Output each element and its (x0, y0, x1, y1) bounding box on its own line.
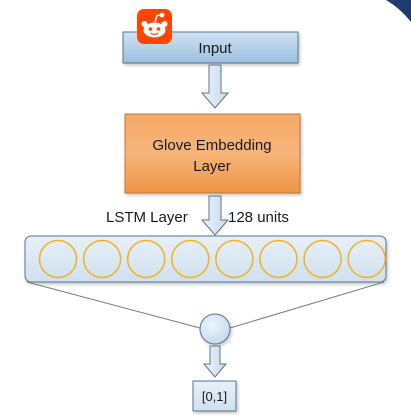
lstm-cell (82, 239, 122, 279)
input-label: Input (198, 40, 232, 57)
lstm-cell (215, 239, 254, 279)
arrow-embedding-to-lstm (200, 195, 230, 236)
lstm-cell (171, 239, 210, 279)
lstm-cell (126, 239, 166, 279)
embedding-box (124, 113, 301, 194)
embedding-node (124, 113, 301, 194)
units-label: 128 units (228, 209, 289, 226)
lstm-cell (347, 239, 387, 279)
lstm-cell (38, 239, 78, 279)
embedding-label-line2: Layer (193, 158, 231, 175)
output-neuron (199, 313, 231, 345)
lstm-cell (303, 239, 342, 279)
arrow-neuron-to-output (202, 345, 228, 378)
output-box (192, 380, 237, 412)
corner-accent (386, 0, 411, 22)
arrow-input-to-embedding (200, 64, 230, 109)
funnel-line-left (26, 281, 201, 329)
lstm-cell (259, 239, 298, 279)
output-label: [0,1] (202, 389, 227, 404)
lstm-cells (38, 239, 387, 279)
reddit-logo-icon (137, 9, 172, 44)
embedding-label-line1: Glove Embedding (152, 137, 271, 154)
output-node (192, 380, 237, 412)
lstm-layer-label: LSTM Layer (106, 209, 188, 226)
funnel-line-right (229, 281, 385, 329)
